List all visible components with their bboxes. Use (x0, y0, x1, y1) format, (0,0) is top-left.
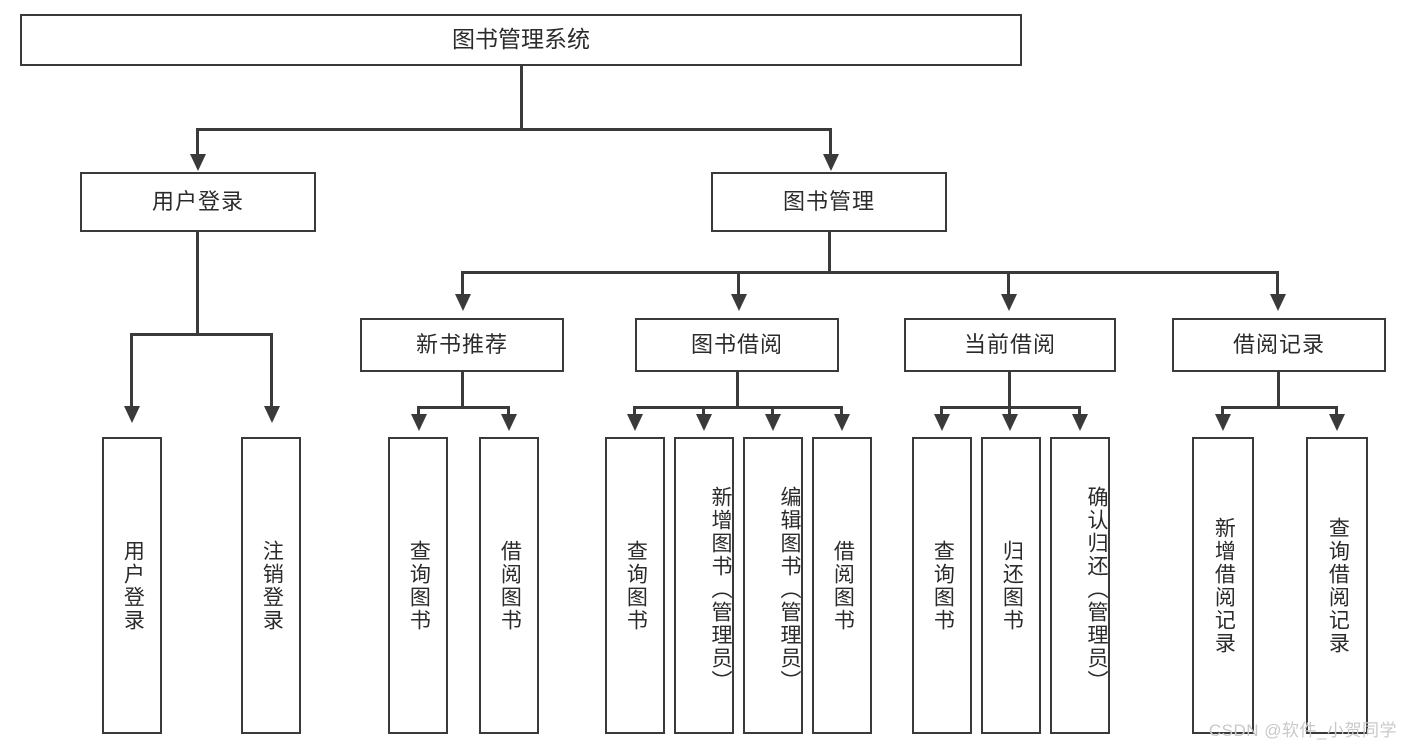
edge-book-borrow-drop-4 (840, 406, 843, 418)
edge-user-login-bar (131, 333, 273, 336)
edge-new-book-drop-2 (507, 406, 510, 418)
arrow-book-borrow-child-2 (696, 414, 712, 431)
node-label: 确认归还（管理员） (1085, 486, 1108, 693)
leaf-current-return-book[interactable]: 归还图书 (981, 437, 1041, 734)
edge-new-book-bar (418, 406, 510, 409)
edge-book-mgmt-drop-3 (1007, 271, 1010, 296)
arrow-borrow-record-child-2 (1329, 414, 1345, 431)
node-label: 查询借阅记录 (1326, 516, 1350, 655)
edge-current-borrow-drop-1 (940, 406, 943, 418)
leaf-record-add-record[interactable]: 新增借阅记录 (1192, 437, 1254, 734)
edge-borrow-record-drop-2 (1335, 406, 1338, 418)
edge-current-borrow-drop-2 (1008, 406, 1011, 418)
node-label: 归还图书 (1000, 539, 1024, 632)
node-label: 图书管理系统 (452, 26, 590, 53)
arrow-book-mgmt-child-2 (731, 294, 747, 311)
edge-borrow-record-stem (1277, 372, 1280, 409)
arrow-user-login-child-1 (124, 406, 140, 423)
node-book-borrow[interactable]: 图书借阅 (635, 318, 839, 372)
arrow-root-to-book-mgmt (823, 154, 839, 171)
edge-user-login-stem (196, 232, 199, 335)
edge-new-book-stem (461, 372, 464, 409)
node-label: 编辑图书（管理员） (778, 486, 801, 693)
node-label: 注销登录 (260, 539, 284, 632)
edge-book-borrow-bar (634, 406, 842, 409)
leaf-record-query-record[interactable]: 查询借阅记录 (1306, 437, 1368, 734)
edge-current-borrow-bar (941, 406, 1081, 409)
leaf-borrow-add-book-admin[interactable]: 新增图书（管理员） (674, 437, 734, 734)
arrow-root-to-user-login (190, 154, 206, 171)
node-root-system[interactable]: 图书管理系统 (20, 14, 1022, 66)
node-current-borrow[interactable]: 当前借阅 (904, 318, 1116, 372)
edge-book-borrow-drop-2 (702, 406, 705, 418)
edge-book-mgmt-drop-1 (461, 271, 464, 296)
node-new-book-recommend[interactable]: 新书推荐 (360, 318, 564, 372)
edge-new-book-drop-1 (417, 406, 420, 418)
leaf-current-query-book[interactable]: 查询图书 (912, 437, 972, 734)
edge-book-mgmt-drop-4 (1276, 271, 1279, 296)
edge-user-login-drop-2 (270, 333, 273, 408)
leaf-borrow-borrow-book[interactable]: 借阅图书 (812, 437, 872, 734)
edge-book-mgmt-drop-2 (737, 271, 740, 296)
edge-book-mgmt-bar (462, 271, 1278, 274)
watermark-text: CSDN @软件_小贺同学 (1208, 721, 1397, 740)
edge-borrow-record-bar (1222, 406, 1338, 409)
edge-root-to-book-mgmt (829, 128, 832, 156)
arrow-borrow-record-child-1 (1215, 414, 1231, 431)
edge-user-login-drop-1 (130, 333, 133, 408)
edge-root-bar (198, 128, 832, 131)
edge-current-borrow-stem (1008, 372, 1011, 409)
arrow-book-borrow-child-4 (834, 414, 850, 431)
node-label: 查询图书 (931, 539, 955, 632)
arrow-book-mgmt-child-4 (1270, 294, 1286, 311)
arrow-current-borrow-child-1 (934, 414, 950, 431)
leaf-borrow-query-book[interactable]: 查询图书 (605, 437, 665, 734)
node-label: 新增图书（管理员） (709, 486, 732, 693)
node-label: 新增借阅记录 (1212, 516, 1236, 655)
leaf-logout[interactable]: 注销登录 (241, 437, 301, 734)
node-book-management[interactable]: 图书管理 (711, 172, 947, 232)
node-label: 借阅图书 (831, 539, 855, 632)
arrow-book-mgmt-child-1 (455, 294, 471, 311)
arrow-current-borrow-child-3 (1072, 414, 1088, 431)
node-user-login[interactable]: 用户登录 (80, 172, 316, 232)
arrow-new-book-child-1 (411, 414, 427, 431)
node-label: 用户登录 (121, 539, 145, 632)
leaf-borrow-edit-book-admin[interactable]: 编辑图书（管理员） (743, 437, 803, 734)
node-label: 新书推荐 (415, 332, 508, 358)
node-borrow-record[interactable]: 借阅记录 (1172, 318, 1386, 372)
node-label: 查询图书 (624, 539, 648, 632)
node-label: 借阅记录 (1232, 332, 1325, 358)
arrow-book-borrow-child-1 (627, 414, 643, 431)
node-label: 当前借阅 (963, 332, 1056, 358)
edge-book-borrow-drop-1 (633, 406, 636, 418)
edge-root-to-user-login (196, 128, 199, 156)
node-label: 图书管理 (782, 189, 875, 215)
edge-book-mgmt-stem (828, 232, 831, 273)
arrow-user-login-child-2 (264, 406, 280, 423)
edge-book-borrow-drop-3 (771, 406, 774, 418)
arrow-new-book-child-2 (501, 414, 517, 431)
node-label: 查询图书 (407, 539, 431, 632)
arrow-book-borrow-child-3 (765, 414, 781, 431)
node-label: 借阅图书 (498, 539, 522, 632)
leaf-current-confirm-return-admin[interactable]: 确认归还（管理员） (1050, 437, 1110, 734)
arrow-current-borrow-child-2 (1002, 414, 1018, 431)
leaf-new-book-query-book[interactable]: 查询图书 (388, 437, 448, 734)
leaf-user-login[interactable]: 用户登录 (102, 437, 162, 734)
node-label: 图书借阅 (690, 332, 783, 358)
leaf-new-book-borrow-book[interactable]: 借阅图书 (479, 437, 539, 734)
edge-root-stem (520, 66, 523, 130)
edge-book-borrow-stem (736, 372, 739, 409)
node-label: 用户登录 (151, 189, 244, 215)
edge-borrow-record-drop-1 (1221, 406, 1224, 418)
edge-current-borrow-drop-3 (1078, 406, 1081, 418)
arrow-book-mgmt-child-3 (1001, 294, 1017, 311)
